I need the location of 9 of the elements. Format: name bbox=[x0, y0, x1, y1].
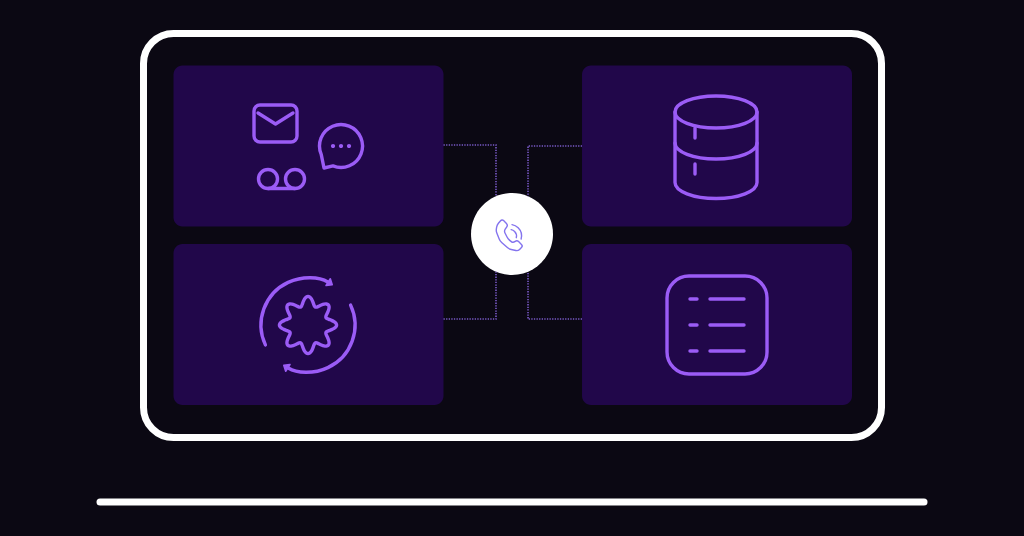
panel bbox=[582, 65, 852, 227]
dotted-connector bbox=[527, 145, 583, 198]
dotted-connector bbox=[442, 144, 497, 198]
panel bbox=[173, 65, 444, 227]
dotted-connector bbox=[527, 270, 583, 320]
circle bbox=[471, 193, 553, 275]
dotted-connector bbox=[442, 270, 497, 320]
panel bbox=[173, 244, 444, 405]
panel bbox=[582, 244, 852, 405]
